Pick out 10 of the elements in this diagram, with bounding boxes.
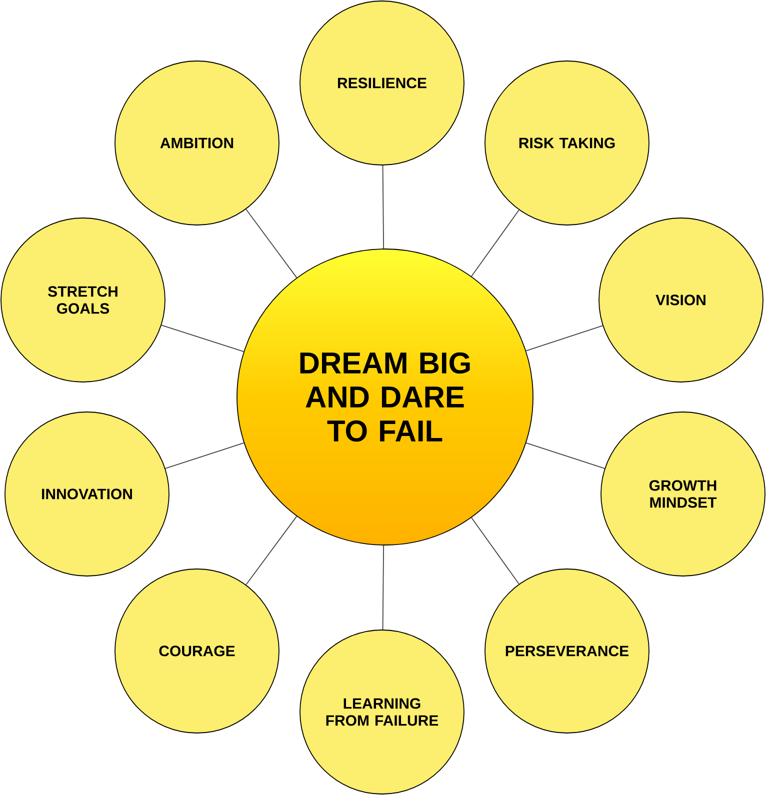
connector-line (471, 517, 520, 584)
connector-line (246, 516, 298, 586)
connector-line (164, 442, 244, 469)
connector-line (246, 208, 298, 278)
connector-line (526, 325, 604, 352)
connector-line (382, 165, 384, 249)
connector-line (161, 324, 244, 352)
connector-line (382, 544, 384, 630)
connector-line (526, 442, 606, 469)
connector-line (471, 210, 520, 277)
